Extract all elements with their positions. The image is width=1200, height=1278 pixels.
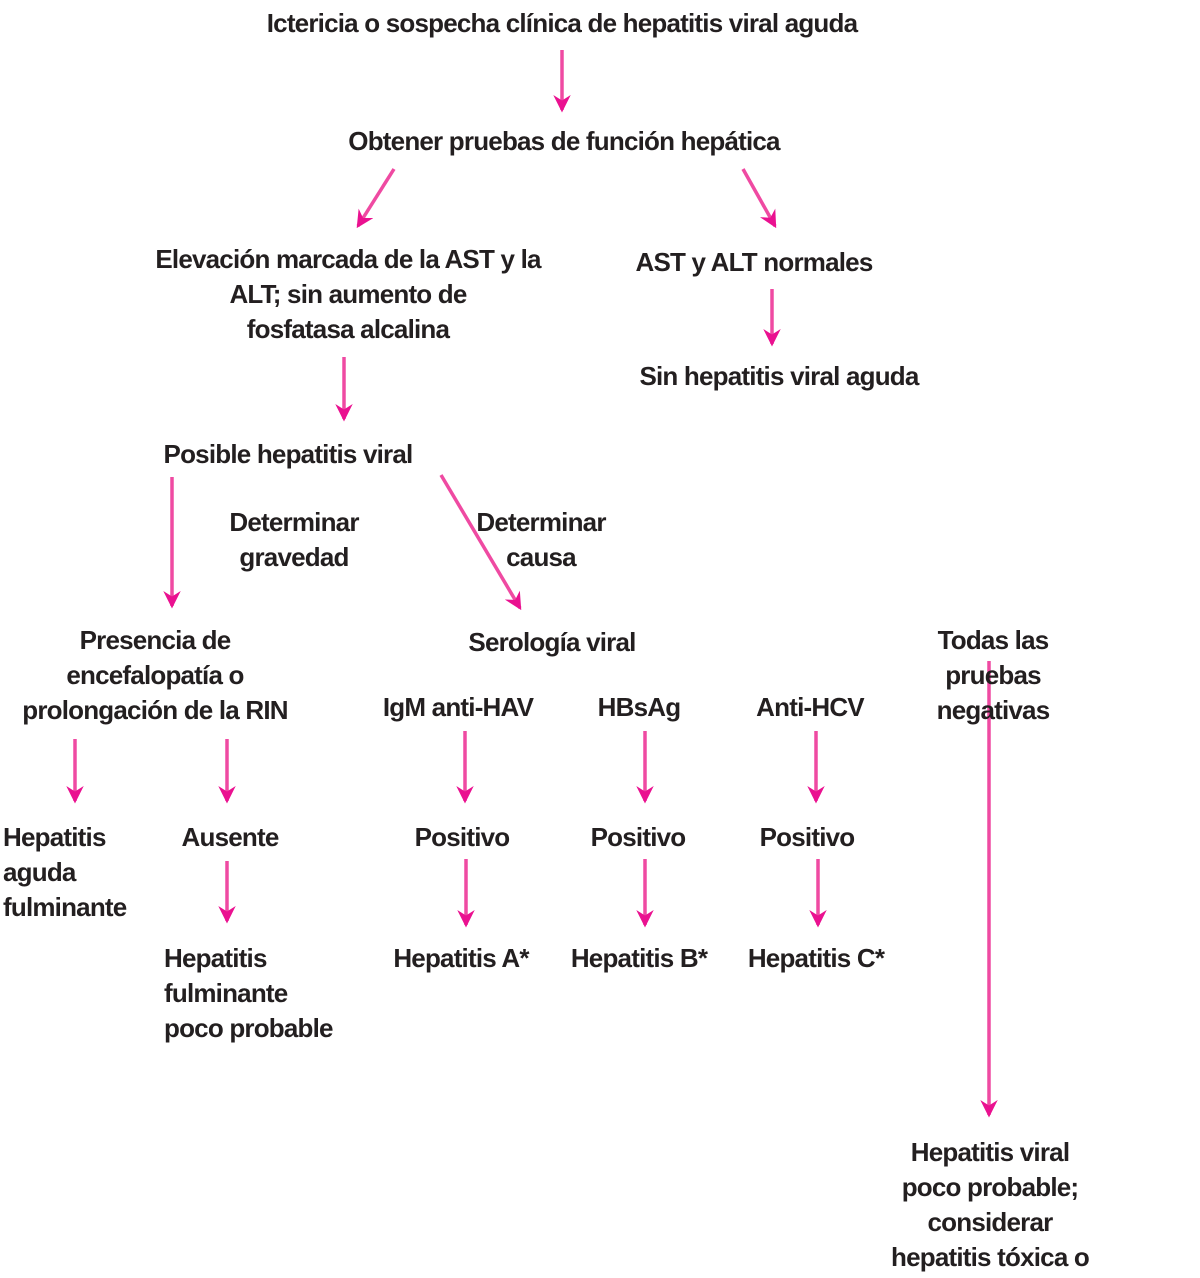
node-positivo-hbsag: Positivo <box>590 822 687 852</box>
node-presencia-encefalopatia: Presencia de encefalopatía o prolongació… <box>22 625 288 725</box>
node-todas-negativas: Todas las pruebas negativas <box>936 625 1051 725</box>
label-determinar-causa: Determinar causa <box>476 507 606 572</box>
node-hepatitis-c: Hepatitis C* <box>747 943 885 973</box>
node-serologia-viral: Serología viral <box>468 627 636 657</box>
node-ast-alt-normales: AST y ALT normales <box>635 247 874 277</box>
node-hepatitis-b: Hepatitis B* <box>570 943 708 973</box>
node-start: Ictericia o sospecha clínica de hepatiti… <box>266 8 858 38</box>
node-posible-hepatitis: Posible hepatitis viral <box>163 439 414 469</box>
node-sin-hepatitis: Sin hepatitis viral aguda <box>639 361 919 391</box>
label-determinar-gravedad: Determinar gravedad <box>229 507 359 572</box>
node-igm-anti-hav: IgM anti-HAV <box>382 692 534 722</box>
arrow-obtener-to-ast-normales <box>741 168 777 229</box>
node-elevacion-ast-alt: Elevación marcada de la AST y la ALT; si… <box>155 244 541 344</box>
node-hepatitis-viral-poco-probable: Hepatitis viral poco probable; considera… <box>887 1137 1094 1278</box>
node-obtener-pruebas: Obtener pruebas de función hepática <box>348 126 780 156</box>
node-hepatitis-fulminante-poco-probable: Hepatitis fulminante poco probable <box>164 943 334 1043</box>
node-positivo-hcv: Positivo <box>759 822 856 852</box>
node-hbsag: HBsAg <box>597 692 681 722</box>
node-ausente: Ausente <box>181 822 280 852</box>
node-hepatitis-a: Hepatitis A* <box>393 943 529 973</box>
node-anti-hcv: Anti-HCV <box>756 692 865 722</box>
node-hepatitis-aguda-fulminante: Hepatitis aguda fulminante <box>3 822 127 922</box>
arrow-obtener-to-elevacion <box>356 168 396 229</box>
node-positivo-hav: Positivo <box>414 822 511 852</box>
